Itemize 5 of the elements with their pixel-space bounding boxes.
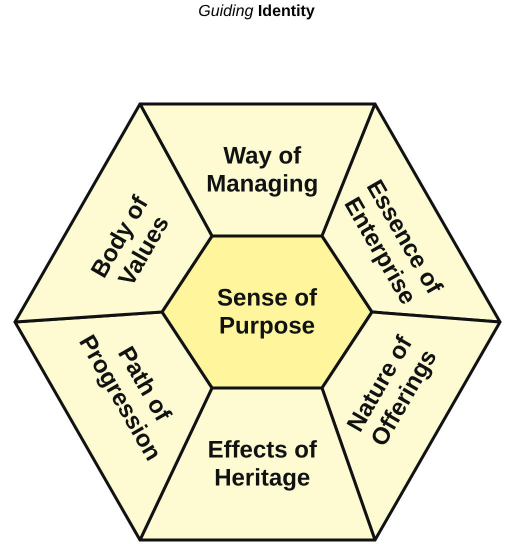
segment-label: Sense of Purpose xyxy=(216,284,318,340)
hexagon-segment xyxy=(322,104,500,322)
segment-label: Way of Managing xyxy=(205,142,320,198)
diagram-title: Guiding Identity xyxy=(197,4,316,20)
segment-label: Effects of Heritage xyxy=(206,436,318,492)
